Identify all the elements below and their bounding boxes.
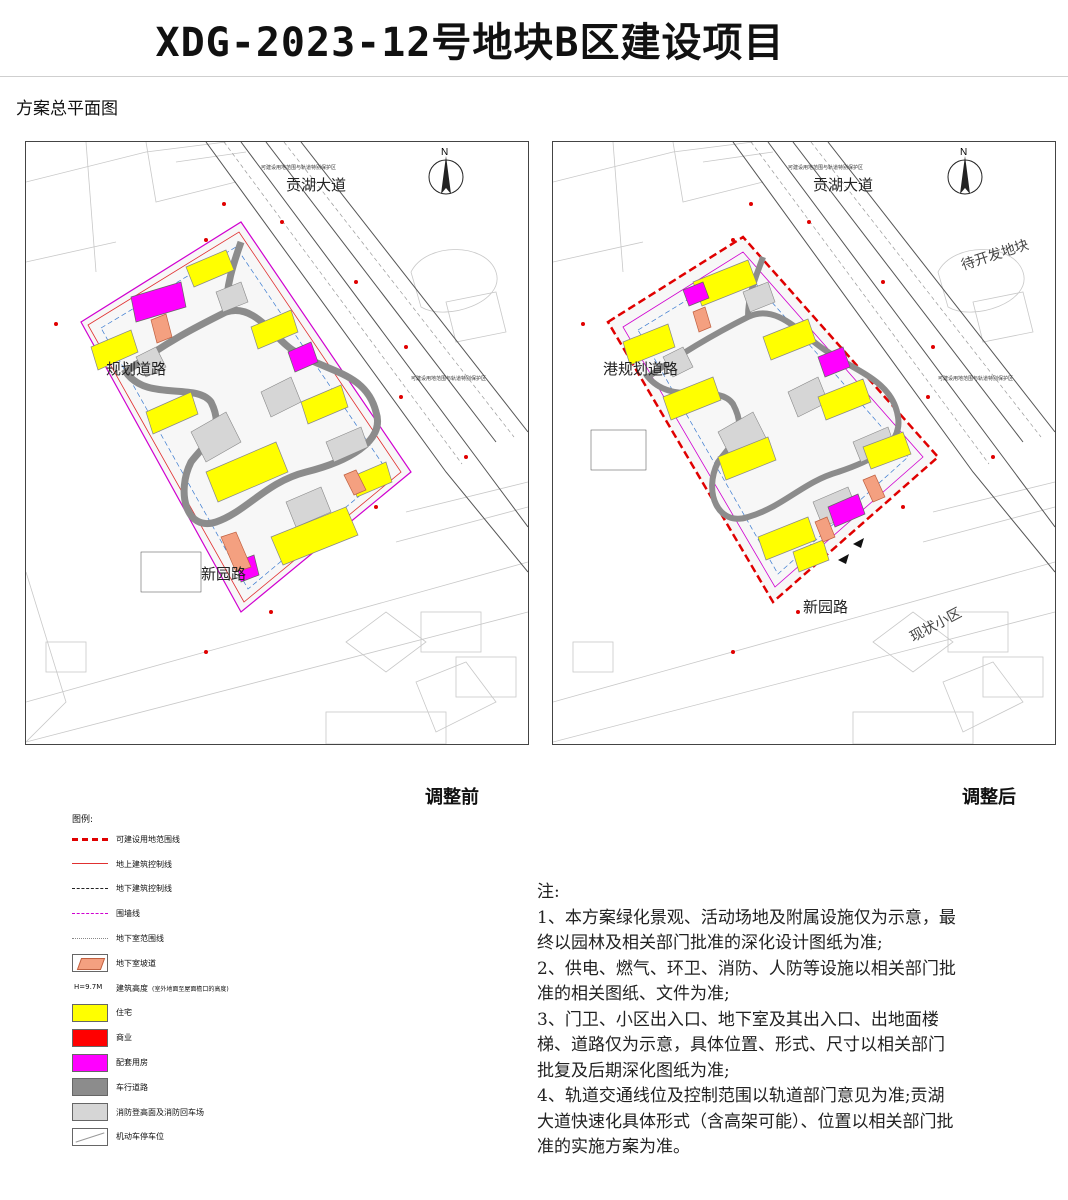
legend-label: 可建设用地范围线	[116, 834, 180, 844]
road-label-arterial-1: 贡湖大道	[286, 176, 346, 194]
caption-before: 调整前	[425, 787, 479, 808]
page-title: XDG-2023-12号地块B区建设项目	[155, 20, 785, 66]
legend-sublabel: (室外地面至屋面檐口的高度)	[152, 985, 229, 993]
legend-label: 住宅	[116, 1008, 132, 1018]
protection-note-2: 可建设用地范围与轨道特别保护区	[411, 375, 486, 382]
site-plan-after: N 贡湖大道 港规划道路 新园路 待开发地块 现状小区 可建设用地范围与轨道特别…	[552, 141, 1056, 745]
note-item-3: 3、门卫、小区出入口、地下室及其出入口、出地面楼梯、道路仅为示意，具体位置、形式…	[537, 1009, 945, 1081]
legend-label: 地上建筑控制线	[116, 859, 172, 869]
caption-after: 调整后	[962, 787, 1016, 808]
notes: 注: 1、本方案绿化景观、活动场地及附属设施仅为示意，最终以园林及相关部门批准的…	[537, 880, 957, 1161]
legend-symbol-ramp	[72, 954, 108, 973]
legend-label: 地下建筑控制线	[116, 884, 172, 894]
site-plan-before-drawing: N 贡湖大道 规划道路 新园路 可建设用地范围与轨道特别保护区 可建设用地范围与…	[26, 142, 528, 744]
legend-label: 配套用房	[116, 1058, 148, 1068]
road-label-south: 新园路	[803, 598, 848, 616]
legend-symbol-fill	[72, 1003, 108, 1022]
legend-symbol-line-black-dashed	[72, 879, 108, 898]
legend-item: 地上建筑控制线	[72, 852, 332, 877]
area-label-undeveloped: 待开发地块	[959, 237, 1031, 274]
legend-item: 地下室范围线	[72, 926, 332, 951]
notes-heading: 注:	[537, 882, 560, 902]
legend-label: 机动车停车位	[116, 1132, 164, 1142]
legend-label: 商业	[116, 1033, 132, 1043]
legend-item: H=9.7M 建筑高度 (室外地面至屋面檐口的高度)	[72, 976, 332, 1001]
legend-label: 围墙线	[116, 909, 140, 919]
legend-label: 消防登高面及消防回车场	[116, 1107, 204, 1117]
legend-symbol-fill	[72, 1053, 108, 1072]
svg-text:N: N	[441, 147, 448, 158]
legend-item: 消防登高面及消防回车场	[72, 1100, 332, 1125]
section-subtitle: 方案总平面图	[16, 99, 118, 119]
legend-label: 地下室坡道	[116, 958, 156, 968]
legend-item: 配套用房	[72, 1050, 332, 1075]
legend-symbol-line-red-thin	[72, 855, 108, 874]
legend-symbol-line-gray	[72, 929, 108, 948]
legend-symbol-line-magenta	[72, 904, 108, 923]
legend-item: 地下建筑控制线	[72, 877, 332, 902]
legend-item: 可建设用地范围线	[72, 827, 332, 852]
legend-symbol-fill	[72, 1028, 108, 1047]
legend-title: 图例:	[72, 815, 94, 825]
road-label-west: 规划道路	[106, 360, 166, 378]
legend-symbol-fill	[72, 1103, 108, 1122]
protection-note: 可建设用地范围与轨道特别保护区	[261, 164, 336, 171]
note-item-2: 2、供电、燃气、环卫、消防、人防等设施以相关部门批准的相关图纸、文件为准;	[537, 958, 956, 1005]
note-item-1: 1、本方案绿化景观、活动场地及附属设施仅为示意，最终以园林及相关部门批准的深化设…	[537, 907, 956, 954]
legend: 图例: 可建设用地范围线地上建筑控制线地下建筑控制线围墙线地下室范围线地下室坡道…	[72, 812, 332, 1149]
svg-text:N: N	[960, 147, 967, 158]
legend-item: 车行道路	[72, 1075, 332, 1100]
legend-symbol-parking	[72, 1127, 108, 1146]
road-label-south: 新园路	[201, 565, 246, 583]
protection-note: 可建设用地范围与轨道特别保护区	[788, 164, 863, 171]
site-plan-after-drawing: N 贡湖大道 港规划道路 新园路 待开发地块 现状小区 可建设用地范围与轨道特别…	[553, 142, 1055, 744]
legend-label: 建筑高度	[116, 983, 148, 993]
legend-symbol-height: H=9.7M	[72, 979, 108, 998]
legend-label: 地下室范围线	[116, 934, 164, 944]
legend-symbol-line-red-bold	[72, 830, 108, 849]
note-item-4: 4、轨道交通线位及控制范围以轨道部门意见为准;贡湖大道快速化具体形式（含高架可能…	[537, 1086, 954, 1157]
legend-item: 地下室坡道	[72, 951, 332, 976]
legend-item: 围墙线	[72, 901, 332, 926]
north-arrow-icon: N	[947, 147, 983, 195]
legend-item: 商业	[72, 1025, 332, 1050]
protection-note-2: 可建设用地范围与轨道特别保护区	[938, 375, 1013, 382]
road-label-west: 港规划道路	[603, 360, 678, 378]
legend-item: 机动车停车位	[72, 1125, 332, 1150]
legend-symbol-fill	[72, 1078, 108, 1097]
site-plan-before: N 贡湖大道 规划道路 新园路 可建设用地范围与轨道特别保护区 可建设用地范围与…	[25, 141, 529, 745]
legend-label: 车行道路	[116, 1082, 148, 1092]
north-arrow-icon: N	[428, 147, 464, 195]
legend-item: 住宅	[72, 1001, 332, 1026]
area-label-existing: 现状小区	[907, 605, 964, 645]
title-divider	[0, 76, 1068, 77]
road-label-arterial: 贡湖大道	[813, 176, 873, 194]
